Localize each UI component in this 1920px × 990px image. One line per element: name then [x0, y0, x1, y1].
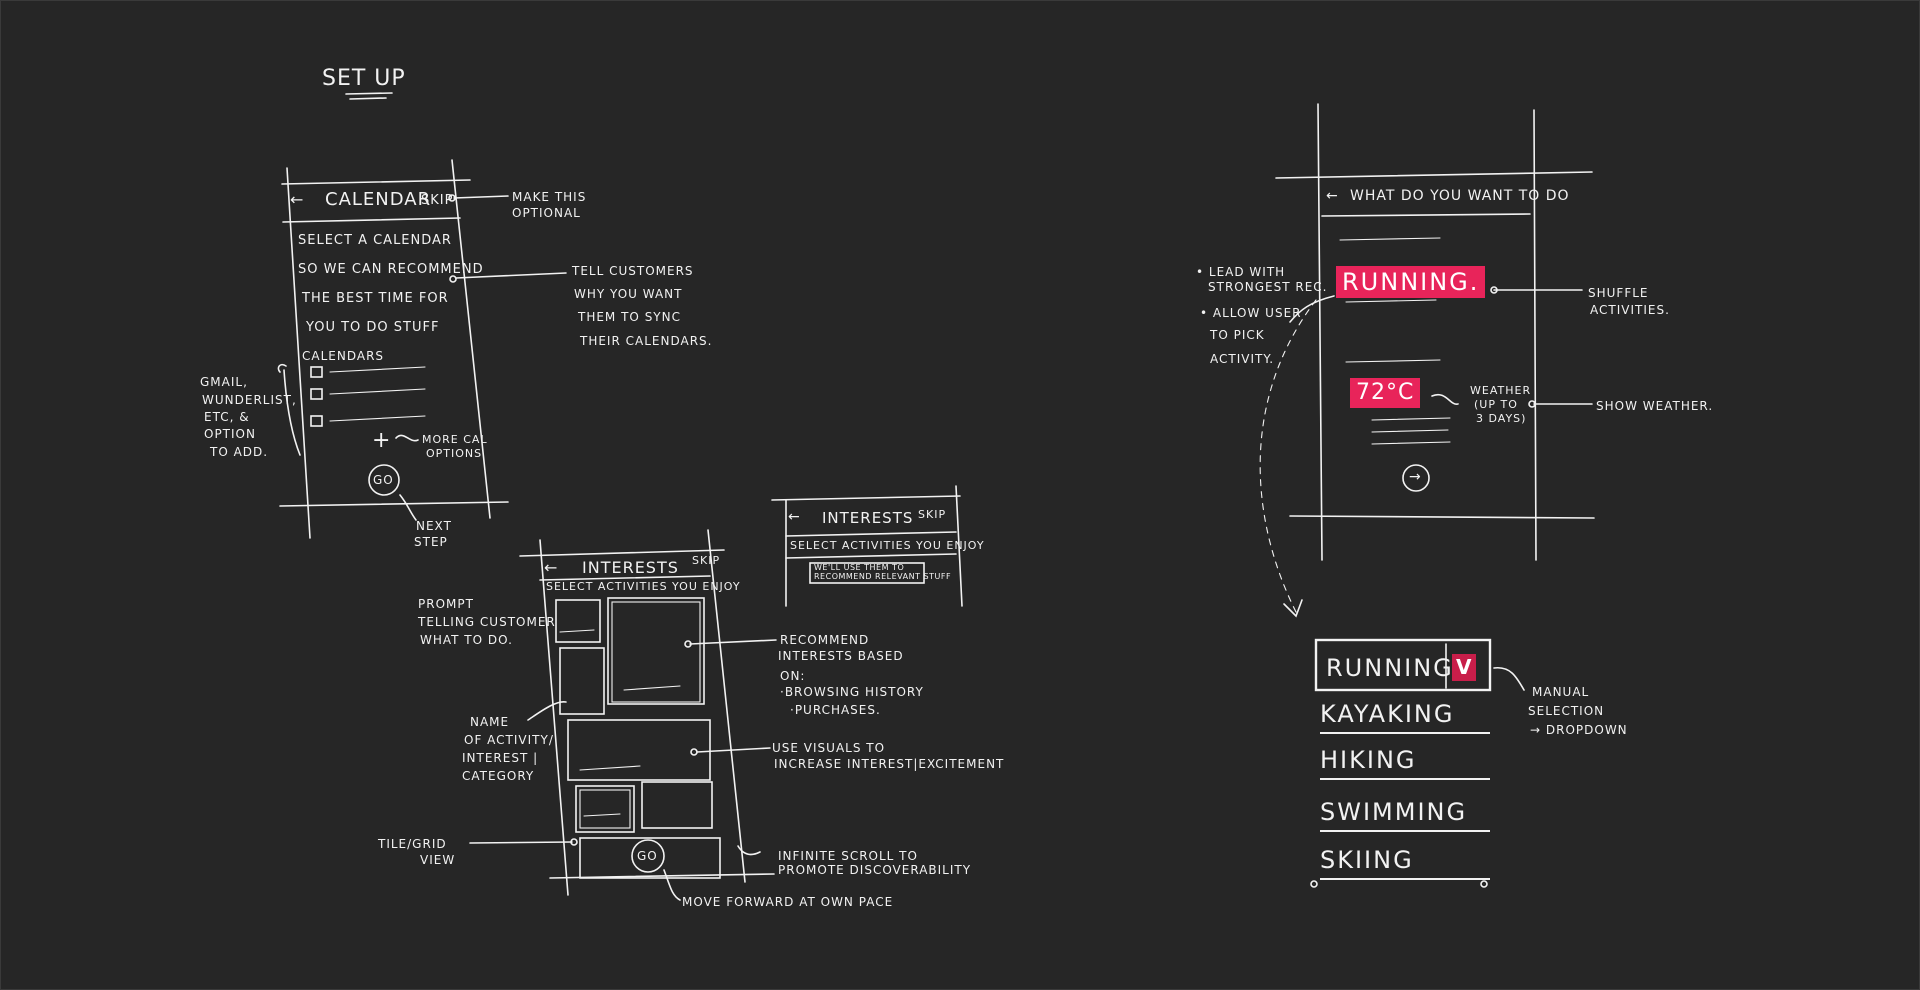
- interests-skip-button[interactable]: SKIP: [692, 554, 721, 567]
- detail-tooltip-2: RECOMMEND RELEVANT STUFF: [814, 572, 952, 581]
- name-note-1: NAME: [470, 715, 510, 729]
- lead-note-4: TO PICK: [1210, 328, 1265, 342]
- shuffle-note-1: SHUFFLE: [1588, 286, 1649, 300]
- name-note-2: OF ACTIVITY/: [464, 733, 554, 747]
- detail-back-icon[interactable]: ←: [788, 509, 801, 525]
- lead-note-2: STRONGEST REC.: [1208, 280, 1328, 294]
- next-arrow-icon[interactable]: →: [1409, 469, 1422, 485]
- lead-note-3: • ALLOW USER: [1200, 306, 1302, 320]
- shuffle-note-2: ACTIVITIES.: [1590, 303, 1670, 317]
- name-note-3: INTEREST |: [462, 751, 539, 765]
- interests-go-button[interactable]: GO: [637, 849, 658, 863]
- detail-title: INTERESTS: [822, 509, 914, 527]
- dropdown-chevron-icon[interactable]: V: [1452, 654, 1477, 681]
- lead-note-1: • LEAD WITH: [1196, 265, 1286, 279]
- lead-note-5: ACTIVITY.: [1210, 352, 1275, 366]
- show-weather-note: SHOW WEATHER.: [1596, 399, 1714, 413]
- dropdown-note-1: MANUAL: [1532, 685, 1590, 699]
- more-note-1: MORE CAL: [422, 433, 488, 446]
- dropdown-note-2: SELECTION: [1528, 704, 1605, 718]
- dropdown-note-3: → DROPDOWN: [1530, 723, 1628, 737]
- scroll-note-1: INFINITE SCROLL TO: [778, 849, 918, 863]
- why-note-3: THEM TO SYNC: [578, 310, 681, 324]
- pace-note: MOVE FORWARD AT OWN PACE: [682, 895, 894, 909]
- recommend-note-3: ON:: [780, 669, 806, 683]
- scroll-note-2: PROMOTE DISCOVERABILITY: [778, 863, 972, 877]
- recommend-note-4: ·BROWSING HISTORY: [780, 685, 924, 699]
- tile-note-1: TILE/GRID: [378, 837, 447, 851]
- interests-subtitle: SELECT ACTIVITIES YOU ENJOY: [546, 580, 741, 593]
- interests-title: INTERESTS: [582, 558, 679, 577]
- recommend-note-1: RECOMMEND: [780, 633, 870, 647]
- add-calendar-icon[interactable]: +: [372, 428, 392, 453]
- activity-highlight[interactable]: RUNNING.: [1336, 266, 1486, 299]
- visuals-note-2: INCREASE INTEREST|EXCITEMENT: [774, 757, 1005, 771]
- dropdown-option-skiing[interactable]: SKIING: [1320, 846, 1490, 880]
- calendar-back-icon[interactable]: ←: [290, 190, 305, 209]
- calendar-screen-frame: [277, 159, 567, 539]
- sources-note-5: TO ADD.: [210, 445, 269, 459]
- calendar-prompt-1: SELECT A CALENDAR: [298, 233, 452, 248]
- what-back-icon[interactable]: ←: [1326, 188, 1339, 204]
- weather-detail-3: 3 DAYS): [1476, 412, 1527, 425]
- next-note-1: NEXT: [416, 519, 452, 533]
- why-note-4: THEIR CALENDARS.: [580, 334, 713, 348]
- interests-detail-frame: [771, 485, 963, 607]
- dropdown-frame: [1310, 638, 1525, 888]
- dropdown-selected[interactable]: RUNNING: [1326, 654, 1454, 682]
- dropdown-option-swimming[interactable]: SWIMMING: [1320, 798, 1490, 832]
- detail-subtitle: SELECT ACTIVITIES YOU ENJOY: [790, 539, 985, 552]
- calendar-prompt-4: YOU TO DO STUFF: [306, 320, 440, 335]
- page-title: SET UP: [322, 66, 406, 91]
- prompt-note-1: PROMPT: [418, 597, 474, 611]
- dropdown-option-kayaking[interactable]: KAYAKING: [1320, 700, 1490, 734]
- recommend-note-5: ·PURCHASES.: [790, 703, 881, 717]
- calendar-skip-button[interactable]: SKIP: [421, 193, 454, 208]
- what-title: WHAT DO YOU WANT TO DO: [1350, 188, 1570, 204]
- prompt-note-2: TELLING CUSTOMER: [418, 615, 556, 629]
- recommend-note-2: INTERESTS BASED: [778, 649, 904, 663]
- sources-note-4: OPTION: [204, 427, 256, 441]
- detail-skip-button[interactable]: SKIP: [918, 508, 947, 521]
- sources-note-2: WUNDERLIST,: [202, 393, 297, 407]
- weather-detail-2: (UP TO: [1474, 398, 1518, 411]
- dropdown-option-hiking[interactable]: HIKING: [1320, 746, 1490, 780]
- why-note-1: TELL CUSTOMERS: [572, 264, 694, 278]
- weather-detail-1: WEATHER: [1470, 384, 1532, 397]
- calendars-label: CALENDARS: [302, 349, 385, 363]
- skip-note-2: OPTIONAL: [512, 206, 581, 220]
- sources-note-3: ETC, &: [204, 410, 250, 424]
- sources-note-1: GMAIL,: [200, 375, 248, 389]
- why-note-2: WHY YOU WANT: [574, 287, 683, 301]
- next-note-2: STEP: [414, 535, 448, 549]
- skip-note-1: MAKE THIS: [512, 190, 587, 204]
- tile-note-2: VIEW: [420, 853, 456, 867]
- weather-highlight: 72°C: [1350, 378, 1421, 408]
- interests-back-icon[interactable]: ←: [544, 558, 559, 577]
- interests-screen-frame: [469, 529, 777, 901]
- calendar-prompt-3: THE BEST TIME FOR: [302, 291, 449, 306]
- name-note-4: CATEGORY: [462, 769, 535, 783]
- detail-tooltip-1: WE'LL USE THEM TO: [814, 563, 905, 572]
- calendar-go-button[interactable]: GO: [373, 473, 394, 487]
- calendar-prompt-2: SO WE CAN RECOMMEND: [298, 262, 484, 277]
- prompt-note-3: WHAT TO DO.: [420, 633, 513, 647]
- calendar-title: CALENDAR: [325, 189, 432, 210]
- more-note-2: OPTIONS: [426, 447, 483, 460]
- what-screen-frame: [1259, 103, 1595, 618]
- visuals-note-1: USE VISUALS TO: [772, 741, 886, 755]
